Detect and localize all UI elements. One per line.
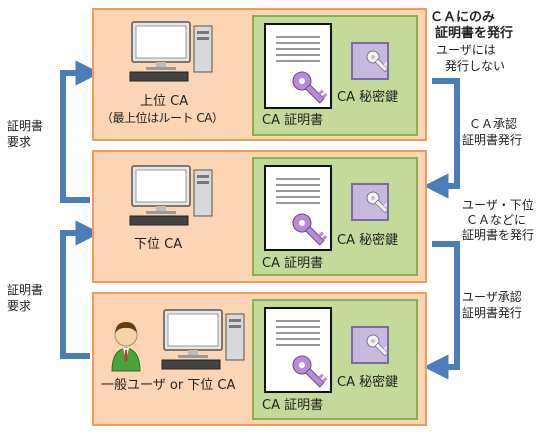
computer-icon	[128, 20, 216, 82]
request-arrow-lower	[60, 220, 101, 359]
note-plain-line: 発行しない	[445, 59, 506, 73]
certificate-label: CA 証明書	[262, 256, 324, 271]
left-label-line: 要求	[7, 299, 32, 313]
tier-computer-label: 下位 CA	[134, 237, 183, 252]
issue-arrow-upper	[423, 78, 460, 199]
issue-arrow-lower	[423, 241, 460, 380]
certificate-label: CA 証明書	[262, 398, 324, 413]
request-arrow-upper	[60, 60, 101, 203]
right-label-line: ＣＡ承認	[469, 117, 518, 131]
note-bold-line: ＣＡにのみ	[430, 10, 496, 25]
right-label-line: ＣＡなどに	[466, 213, 527, 227]
certificate-icon	[264, 165, 332, 251]
user-icon	[106, 316, 146, 372]
tier-computer-sublabel: （最上位はルート CA）	[101, 111, 224, 125]
right-label-line: 証明書発行	[462, 133, 523, 147]
right-label-line: ユーザ・下位	[462, 198, 534, 212]
tier-computer-label: 一般ユーザ or 下位 CA	[101, 378, 236, 393]
note-bold-line: 証明書を発行	[435, 26, 514, 41]
computer-icon	[128, 164, 216, 226]
tier-computer-label: 上位 CA	[140, 94, 189, 109]
left-label-line: 要求	[7, 135, 32, 149]
left-label-line: 証明書	[7, 283, 44, 297]
private-key-label: CA 秘密鍵	[337, 90, 399, 105]
key-icon	[351, 326, 390, 364]
right-label-line: ユーザ承認	[462, 290, 522, 304]
left-label-line: 証明書	[7, 119, 44, 133]
private-key-label: CA 秘密鍵	[337, 375, 399, 390]
note-plain-line: ユーザには	[436, 43, 496, 57]
computer-icon	[160, 308, 248, 370]
right-label-line: 証明書発行	[462, 306, 523, 320]
certificate-icon	[264, 23, 332, 109]
right-label-line: 証明書を発行	[462, 228, 535, 242]
certificate-label: CA 証明書	[262, 113, 324, 128]
certificate-icon	[264, 307, 332, 393]
private-key-label: CA 秘密鍵	[337, 233, 399, 248]
key-icon	[351, 183, 390, 221]
key-icon	[351, 42, 390, 80]
